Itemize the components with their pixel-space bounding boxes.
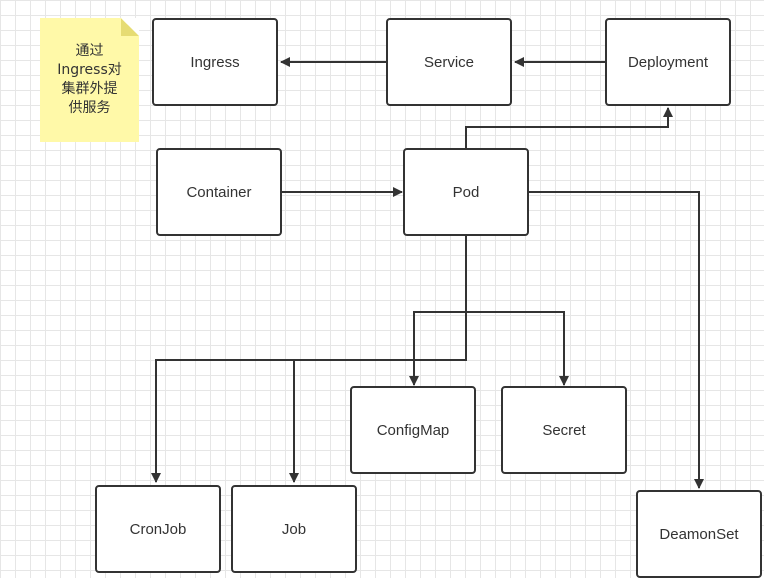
node-configmap[interactable]: ConfigMap (350, 386, 476, 474)
annotation-note: 通过 Ingress对 集群外提 供服务 (40, 18, 139, 142)
node-secret-label: Secret (542, 421, 586, 439)
edge-pod-to-secret (466, 311, 569, 386)
node-cronjob-label: CronJob (129, 520, 187, 538)
node-pod-label: Pod (452, 183, 480, 201)
node-daemonset-label: DeamonSet (659, 525, 739, 543)
edge-pod-to-cronjob (151, 236, 467, 483)
node-daemonset[interactable]: DeamonSet (636, 490, 762, 578)
node-configmap-label: ConfigMap (376, 421, 450, 439)
node-job[interactable]: Job (231, 485, 357, 573)
edge-pod-to-configmap (409, 311, 466, 386)
node-ingress-label: Ingress (190, 53, 240, 71)
node-service[interactable]: Service (386, 18, 512, 106)
diagram-edges (151, 57, 704, 489)
note-fold-corner (121, 18, 139, 36)
diagram-canvas: 通过 Ingress对 集群外提 供服务 Ingress Service Dep… (40, 18, 762, 578)
node-cronjob[interactable]: CronJob (95, 485, 221, 573)
node-deployment[interactable]: Deployment (605, 18, 731, 106)
node-deployment-label: Deployment (627, 53, 709, 71)
node-container-label: Container (186, 183, 252, 201)
node-service-label: Service (423, 53, 475, 71)
node-secret[interactable]: Secret (501, 386, 627, 474)
annotation-note-text: 通过 Ingress对 集群外提 供服务 (57, 43, 122, 116)
edge-pod-to-daemonset (529, 191, 704, 489)
node-pod[interactable]: Pod (403, 148, 529, 236)
node-container[interactable]: Container (156, 148, 282, 236)
node-job-label: Job (281, 520, 307, 538)
edge-pod-to-deployment (465, 107, 673, 148)
node-ingress[interactable]: Ingress (152, 18, 278, 106)
